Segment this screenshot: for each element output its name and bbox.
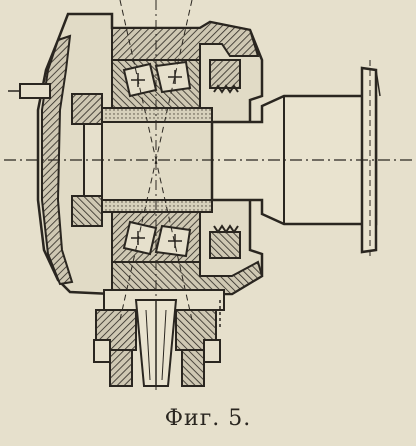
- housing-top-section: [111, 20, 260, 61]
- seal-bottom: [209, 231, 241, 259]
- gear-teeth-bottom: [213, 224, 239, 234]
- lower-pad-right: [203, 339, 221, 363]
- lower-foot-left: [109, 349, 133, 387]
- bolt-left: [19, 83, 51, 99]
- gear-teeth-top: [213, 84, 239, 94]
- lower-pad-left: [93, 339, 111, 363]
- figure-caption: Фиг. 5.: [164, 406, 252, 431]
- collar-upper: [71, 93, 103, 125]
- collar-lower: [71, 195, 103, 227]
- lower-foot-right: [181, 349, 205, 387]
- seal-top: [209, 59, 241, 89]
- shaft-flange: [360, 66, 378, 254]
- cross-section-drawing: [4, 0, 412, 392]
